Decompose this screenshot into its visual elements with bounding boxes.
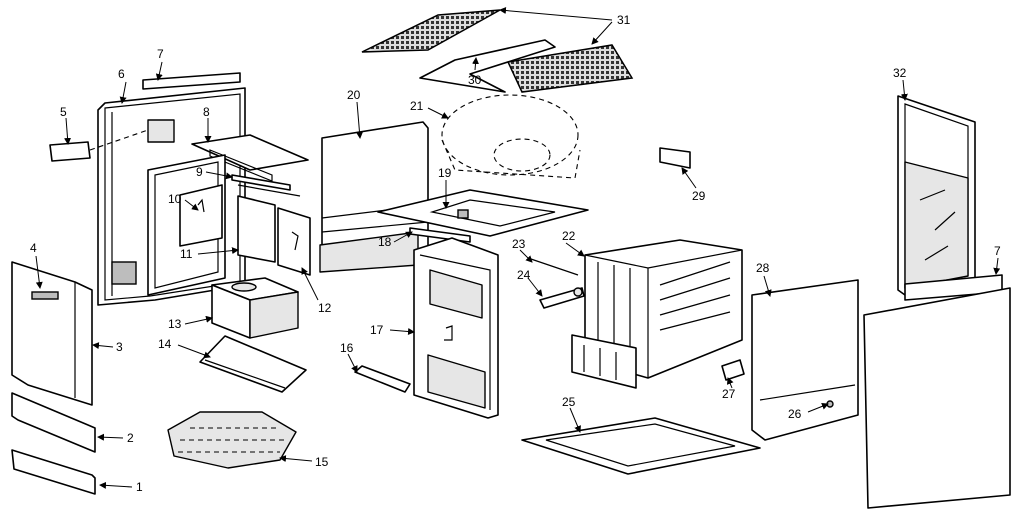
callout-23: 23 [512,237,526,251]
part-31-filter-right [506,44,634,93]
callout-25: 25 [562,395,576,409]
part-27-valve [721,359,745,381]
part-8-channel [191,134,309,182]
callout-26: 26 [788,407,802,421]
callout-14: 14 [158,337,172,351]
part-14-tray [199,335,307,393]
callout-13: 13 [168,317,182,331]
part-3-door [11,261,93,406]
leader-lines [35,7,1001,489]
part-29-bracket [659,147,691,169]
callout-30: 30 [468,73,482,87]
part-2-lower-panel [11,392,96,453]
callout-6: 6 [118,67,125,81]
part-20-back-panel [321,121,429,263]
callout-7-right: 7 [994,244,1001,258]
callout-9: 9 [196,165,203,179]
callout-1: 1 [136,480,143,494]
part-12-panel [277,207,311,276]
callout-5: 5 [60,105,67,119]
callout-20: 20 [347,88,361,102]
callout-labels: 1 2 3 4 5 6 7 8 9 10 11 12 13 14 15 16 1… [30,13,1001,494]
callout-31: 31 [617,13,631,27]
callout-19: 19 [438,166,452,180]
callout-11: 11 [180,247,193,261]
callout-27: 27 [722,387,736,401]
callout-28: 28 [756,261,770,275]
part-15-filter-media [167,411,297,469]
right-door [863,287,1011,509]
burner-box [571,334,637,389]
part-1-base-strip [11,449,96,495]
part-13-box [211,277,299,339]
callout-17: 17 [370,323,384,337]
callout-3: 3 [116,340,123,354]
callout-24: 24 [517,268,531,282]
callout-16: 16 [340,341,354,355]
part-32-frame [897,95,976,296]
part-31-filter-left [361,9,501,53]
part-10-panel [179,184,223,247]
part-30-frame [419,39,556,93]
callout-15: 15 [315,455,329,469]
part-21-blower [441,94,581,179]
callout-21: 21 [410,99,424,113]
callout-10: 10 [168,192,182,206]
part-17-front-panel [413,237,499,419]
callout-32: 32 [893,66,907,80]
callout-8: 8 [203,105,210,119]
part-28-side-panel [751,279,859,441]
callout-12: 12 [318,301,332,315]
part-5-bracket [49,129,149,162]
callout-22: 22 [562,229,576,243]
callout-18: 18 [378,235,392,249]
callout-2: 2 [127,431,134,445]
part-7-top-strip [142,72,241,90]
part-23-rod [527,257,579,276]
part-24-burner [539,287,585,309]
callout-4: 4 [30,241,37,255]
callout-29: 29 [692,189,706,203]
part-11-panel [237,195,276,263]
part-25-bottom-pan [521,417,761,475]
callout-7: 7 [157,47,164,61]
part-16-bracket [354,365,411,393]
